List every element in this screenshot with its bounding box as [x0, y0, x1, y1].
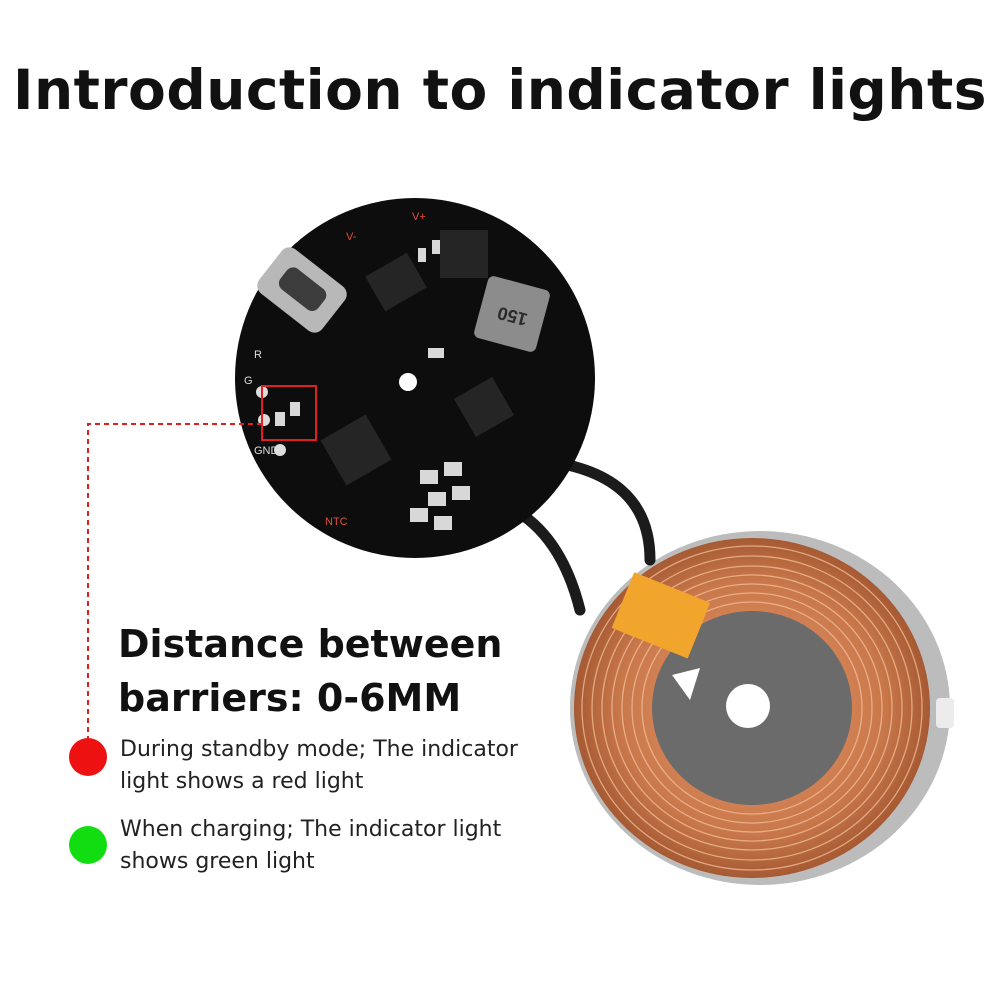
page-title: Introduction to indicator lights [13, 58, 987, 122]
distance-heading-line1: Distance between [118, 622, 503, 666]
charging-coil [570, 531, 954, 885]
dashed-connector-line [87, 423, 262, 740]
label-ntc: NTC [325, 516, 348, 528]
distance-heading-line2: barriers: 0-6MM [118, 676, 462, 720]
label-r: R [254, 349, 262, 361]
pcb-board: V- V+ NTC R G GND 150 [235, 198, 595, 558]
label-gnd: GND [254, 445, 279, 457]
legend-green-line2: shows green light [120, 849, 315, 874]
legend-red-line1: During standby mode; The indicator [120, 737, 518, 762]
label-v-plus: V+ [412, 211, 426, 223]
legend-red-line2: light shows a red light [120, 769, 364, 794]
label-v-minus: V- [346, 231, 357, 243]
red-indicator-dot [69, 738, 107, 776]
label-g: G [244, 375, 253, 387]
legend-red: During standby mode; The indicator light… [120, 734, 570, 798]
led-highlight-box [261, 385, 317, 441]
distance-heading: Distance between barriers: 0-6MM [118, 617, 538, 725]
green-indicator-dot [69, 826, 107, 864]
legend-green-line1: When charging; The indicator light [120, 817, 502, 842]
legend-green: When charging; The indicator light shows… [120, 814, 570, 878]
